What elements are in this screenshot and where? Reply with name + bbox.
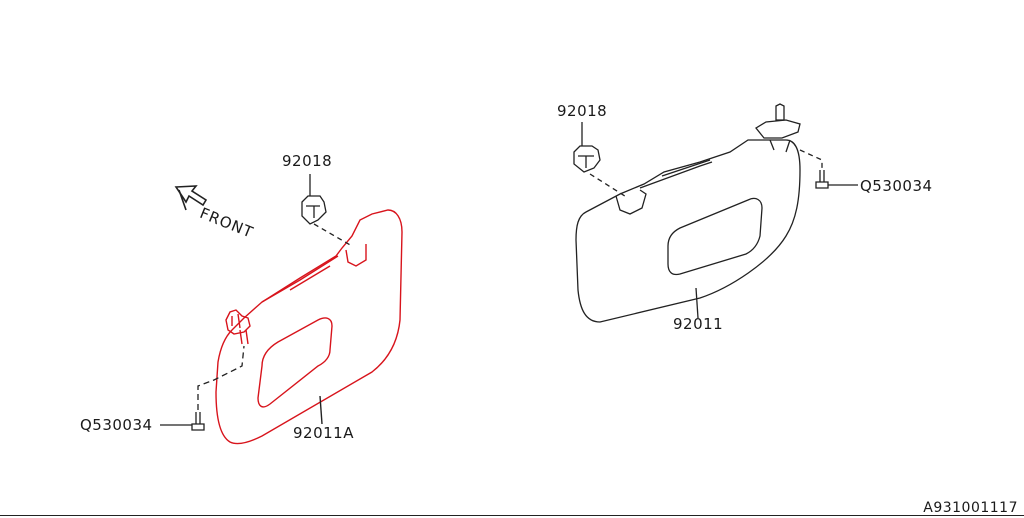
part-label-92018-left: 92018: [282, 152, 333, 170]
drawing-code: A931001117: [923, 500, 1018, 516]
left-hook-part: [301, 174, 353, 247]
left-sun-visor: [215, 209, 403, 445]
front-arrow-icon: [174, 185, 208, 211]
part-label-92018-right: 92018: [557, 102, 608, 120]
right-screw-part: [799, 149, 858, 189]
right-hook-part: [573, 122, 629, 199]
part-label-92011a: 92011A: [293, 424, 354, 442]
right-sun-visor: [575, 103, 801, 323]
part-label-q530034-right: Q530034: [860, 177, 933, 195]
part-label-92011: 92011: [673, 315, 724, 333]
left-screw-part: [160, 345, 245, 431]
bottom-rule: [0, 515, 1024, 516]
part-label-q530034-left: Q530034: [80, 416, 153, 434]
